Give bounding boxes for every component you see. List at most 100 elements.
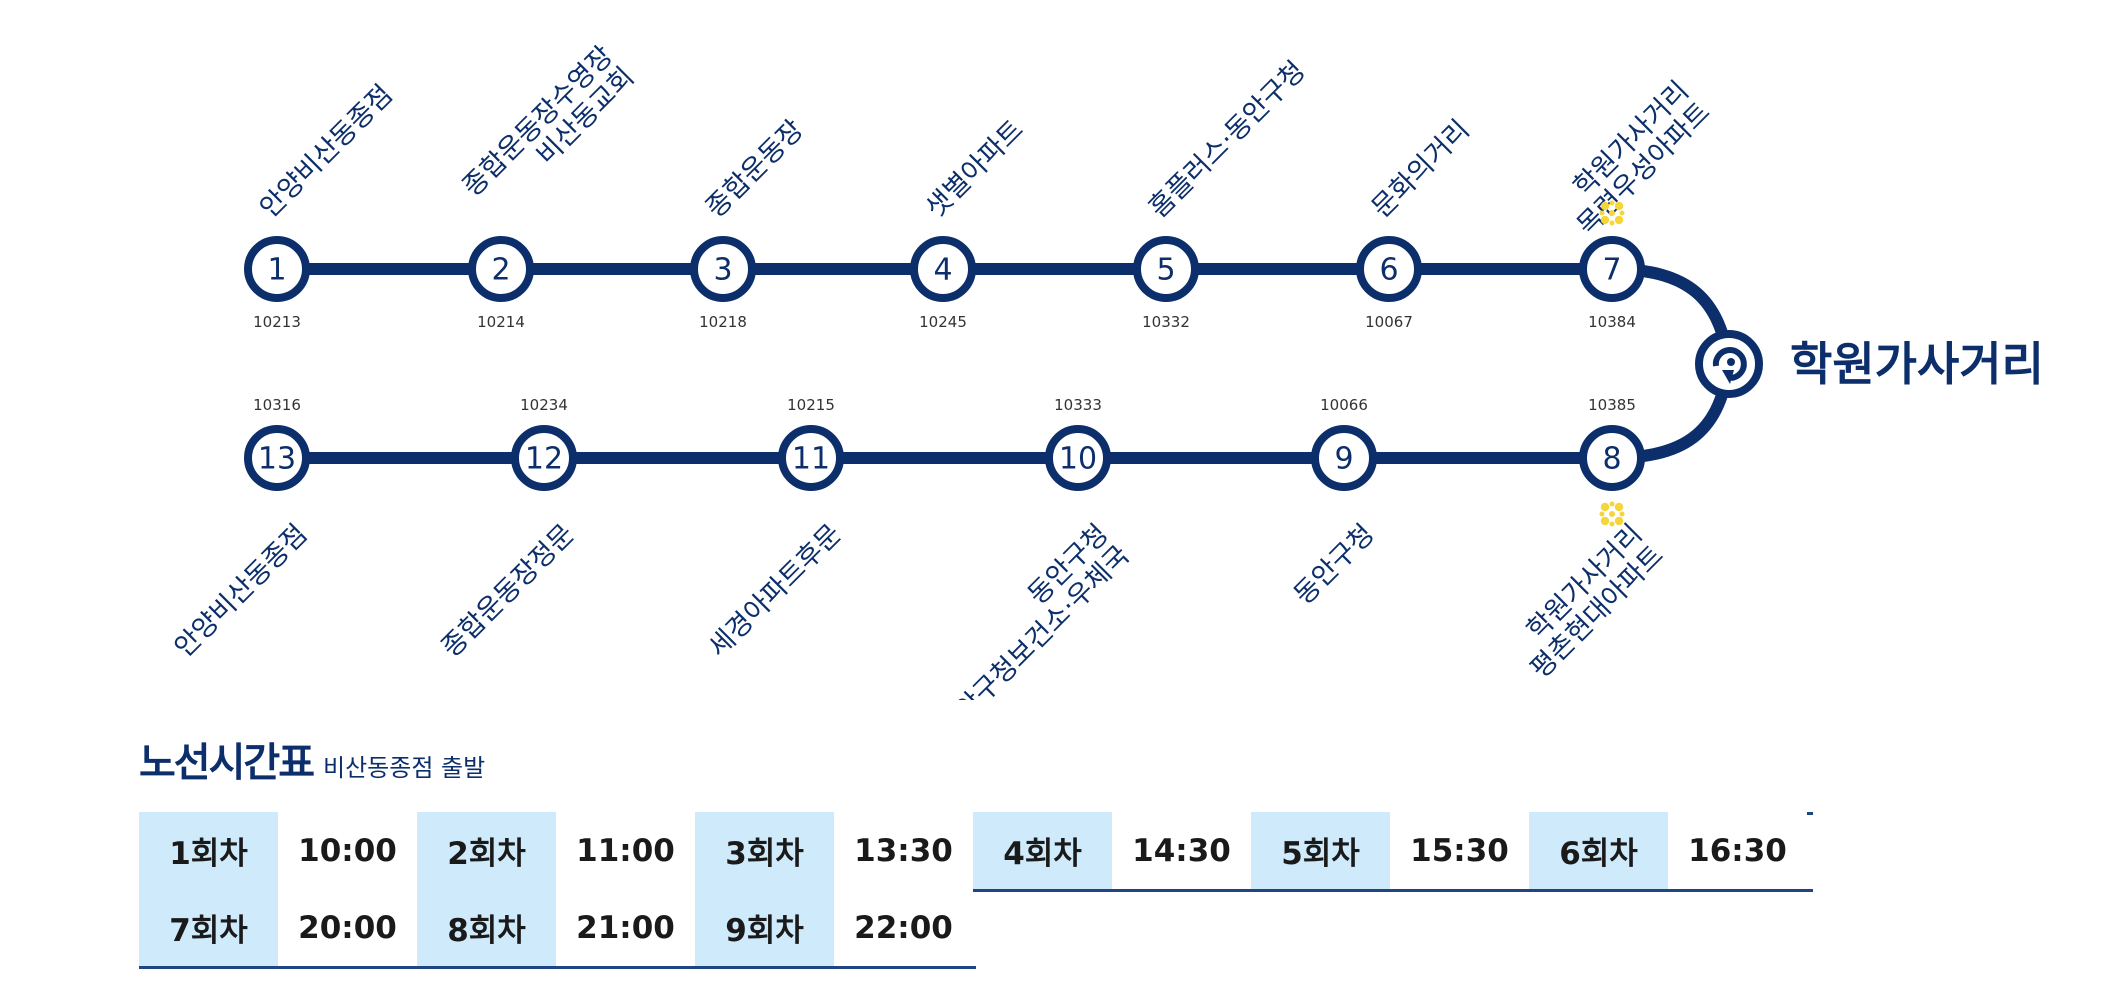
station-marker: [1579, 425, 1645, 491]
svg-text:안양비산동종점: 안양비산동종점: [169, 519, 314, 664]
run-label: 8회차: [417, 889, 556, 966]
station-4[interactable]: 4 10245 샛별아파트: [910, 114, 1030, 331]
stop-code: 10234: [520, 396, 568, 414]
svg-text:안양비산동종점: 안양비산동종점: [254, 79, 399, 224]
station-number: 7: [1602, 253, 1621, 288]
transfer-asterisk-icon: [1599, 200, 1625, 226]
station-marker: [1045, 425, 1111, 491]
station-marker: [1133, 236, 1199, 302]
stop-code: 10332: [1142, 313, 1190, 331]
svg-text:세경아파트후문: 세경아파트후문: [703, 519, 848, 664]
table-bottom-rule: [139, 966, 976, 969]
departure-time: 11:00: [556, 812, 695, 889]
station-number: 1: [267, 253, 286, 288]
transfer-asterisk-icon: [1599, 501, 1625, 527]
station-name: 문화의거리: [1366, 114, 1476, 224]
svg-text:종합운동장정문: 종합운동장정문: [436, 519, 581, 664]
station-number: 2: [491, 253, 510, 288]
station-3[interactable]: 3 10218 종합운동장: [690, 114, 810, 331]
table-mid-rule: [139, 889, 1813, 892]
station-number: 10: [1059, 442, 1097, 477]
station-number: 5: [1156, 253, 1175, 288]
run-label: 9회차: [695, 889, 834, 966]
station-5[interactable]: 5 10332 홈플러스·동안구청: [1133, 55, 1312, 331]
station-marker: [511, 425, 577, 491]
station-name: 안양비산동종점: [254, 79, 399, 224]
terminus-station[interactable]: 학원가사거리: [1695, 330, 2044, 398]
station-number: 12: [525, 442, 563, 477]
station-marker: [1311, 425, 1377, 491]
station-6[interactable]: 6 10067 문화의거리: [1356, 114, 1476, 331]
departure-time: 16:30: [1668, 812, 1807, 889]
stop-code: 10214: [477, 313, 525, 331]
station-9[interactable]: 9 10066 동안구청: [1288, 396, 1380, 611]
station-name: 종합운동장: [700, 114, 810, 224]
station-number: 6: [1379, 253, 1398, 288]
run-label: 2회차: [417, 812, 556, 889]
timetable-title: 노선시간표: [139, 740, 315, 786]
station-marker: [778, 425, 844, 491]
departure-time: 21:00: [556, 889, 695, 966]
stop-code: 10245: [919, 313, 967, 331]
stop-code: 10066: [1320, 396, 1368, 414]
lower-stations: 13 10316 안양비산동종점 12 10234 종합운동장정문 1110215세경아파트…: [169, 396, 1670, 700]
station-number: 13: [258, 442, 296, 477]
stop-code: 10385: [1588, 396, 1636, 414]
station-number: 4: [933, 253, 952, 288]
station-marker: [690, 236, 756, 302]
departure-time: 10:00: [278, 812, 417, 889]
station-marker: [468, 236, 534, 302]
station-12[interactable]: 12 10234 종합운동장정문: [436, 396, 581, 663]
station-marker: [244, 425, 310, 491]
station-name: 샛별아파트: [920, 114, 1030, 224]
run-label: 4회차: [973, 812, 1112, 889]
stop-code: 10316: [253, 396, 301, 414]
station-number: 8: [1602, 442, 1621, 477]
station-number: 9: [1334, 442, 1353, 477]
stop-code: 10213: [253, 313, 301, 331]
station-name: 동안구청: [1288, 519, 1380, 611]
run-label: 6회차: [1529, 812, 1668, 889]
station-name: 종합운동장정문: [436, 519, 581, 664]
station-1[interactable]: 1 10213 안양비산동종점: [244, 79, 399, 331]
stop-code: 10333: [1054, 396, 1102, 414]
station-name: 안양비산동종점: [169, 519, 314, 664]
svg-text:종합운동장: 종합운동장: [700, 114, 810, 224]
station-number: 11: [792, 442, 830, 477]
station-marker: [1356, 236, 1422, 302]
stop-code: 10218: [699, 313, 747, 331]
station-number: 3: [713, 253, 732, 288]
timetable-heading: 노선시간표 비산동종점 출발: [139, 730, 485, 788]
stop-code: 10384: [1588, 313, 1636, 331]
station-name: 홈플러스·동안구청: [1143, 55, 1312, 224]
terminus-label: 학원가사거리: [1790, 337, 2044, 391]
station-marker: [910, 236, 976, 302]
station-marker: [1579, 236, 1645, 302]
departure-time: 15:30: [1390, 812, 1529, 889]
departure-time: 14:30: [1112, 812, 1251, 889]
timetable-subtitle: 비산동종점 출발: [323, 754, 486, 782]
svg-text:동안구청: 동안구청: [1288, 519, 1380, 611]
departure-time: 13:30: [834, 812, 973, 889]
stop-code: 10067: [1365, 313, 1413, 331]
station-13[interactable]: 13 10316 안양비산동종점: [169, 396, 314, 663]
departure-time: 22:00: [834, 889, 973, 966]
departure-time: 20:00: [278, 889, 417, 966]
station-marker: [244, 236, 310, 302]
station-name: 세경아파트후문: [703, 519, 848, 664]
run-label: 1회차: [139, 812, 278, 889]
svg-text:샛별아파트: 샛별아파트: [920, 114, 1030, 224]
